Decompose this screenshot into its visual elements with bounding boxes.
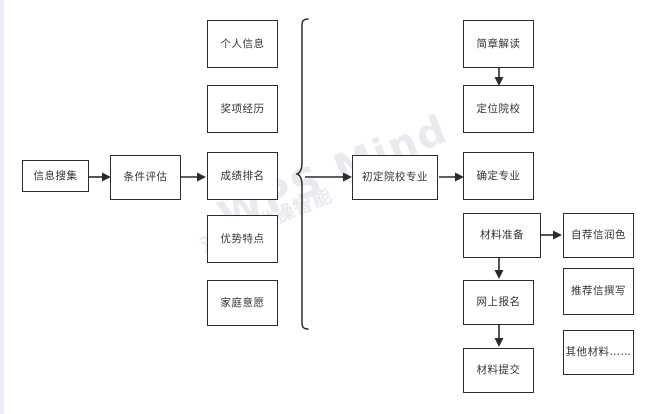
node-rec-letter-write[interactable]: 推荐信撰写 bbox=[563, 268, 634, 315]
node-label: 其他材料…… bbox=[565, 346, 632, 359]
connector-material-to-online bbox=[492, 257, 506, 282]
connector-online-to-submit bbox=[492, 324, 506, 350]
node-label: 材料提交 bbox=[476, 364, 521, 377]
node-label: 定位院校 bbox=[476, 102, 521, 115]
node-locate-school[interactable]: 定位院校 bbox=[463, 85, 534, 133]
node-other-materials[interactable]: 其他材料…… bbox=[563, 330, 634, 375]
node-label: 奖项经历 bbox=[220, 102, 265, 115]
node-online-apply[interactable]: 网上报名 bbox=[463, 280, 534, 325]
node-label: 材料准备 bbox=[480, 229, 524, 242]
node-info-collect[interactable]: 信息搜集 bbox=[22, 160, 89, 192]
node-family-wish[interactable]: 家庭意愿 bbox=[207, 280, 278, 326]
node-condition-eval[interactable]: 条件评估 bbox=[110, 155, 181, 200]
node-confirm-major[interactable]: 确定专业 bbox=[463, 152, 534, 200]
node-label: 家庭意愿 bbox=[220, 296, 265, 309]
node-label: 确定专业 bbox=[476, 169, 521, 182]
connector-info-to-condition bbox=[88, 170, 114, 184]
connector-condition-to-score bbox=[181, 170, 209, 184]
connector-prelim-to-confirm-major bbox=[439, 170, 467, 184]
node-label: 简章解读 bbox=[476, 37, 521, 50]
node-advantage-traits[interactable]: 优势特点 bbox=[207, 215, 278, 263]
node-label: 自荐信润色 bbox=[571, 229, 626, 242]
node-brochure-reading[interactable]: 简章解读 bbox=[463, 20, 534, 68]
connector-brochure-to-locate bbox=[492, 67, 506, 89]
node-award-experience[interactable]: 奖项经历 bbox=[207, 85, 278, 133]
node-personal-info[interactable]: 个人信息 bbox=[207, 20, 278, 68]
node-self-rec-polish[interactable]: 自荐信润色 bbox=[563, 213, 634, 258]
connector-brace-to-prelim bbox=[305, 170, 355, 184]
node-label: 条件评估 bbox=[123, 171, 168, 184]
grouping-brace bbox=[294, 18, 316, 334]
connector-material-to-self-rec bbox=[540, 228, 566, 242]
node-material-prep[interactable]: 材料准备 bbox=[463, 213, 541, 258]
node-label: 推荐信撰写 bbox=[571, 285, 626, 298]
node-label: 个人信息 bbox=[220, 37, 265, 50]
left-edge-strip bbox=[0, 0, 4, 414]
node-prelim-school-major[interactable]: 初定院校专业 bbox=[352, 155, 438, 200]
node-label: 信息搜集 bbox=[33, 169, 78, 182]
node-label: 优势特点 bbox=[220, 232, 265, 245]
node-label: 网上报名 bbox=[476, 296, 521, 309]
node-material-submit[interactable]: 材料提交 bbox=[463, 348, 534, 393]
node-label: 初定院校专业 bbox=[362, 171, 428, 184]
node-label: 成绩排名 bbox=[220, 169, 265, 182]
node-score-rank[interactable]: 成绩排名 bbox=[207, 152, 278, 200]
